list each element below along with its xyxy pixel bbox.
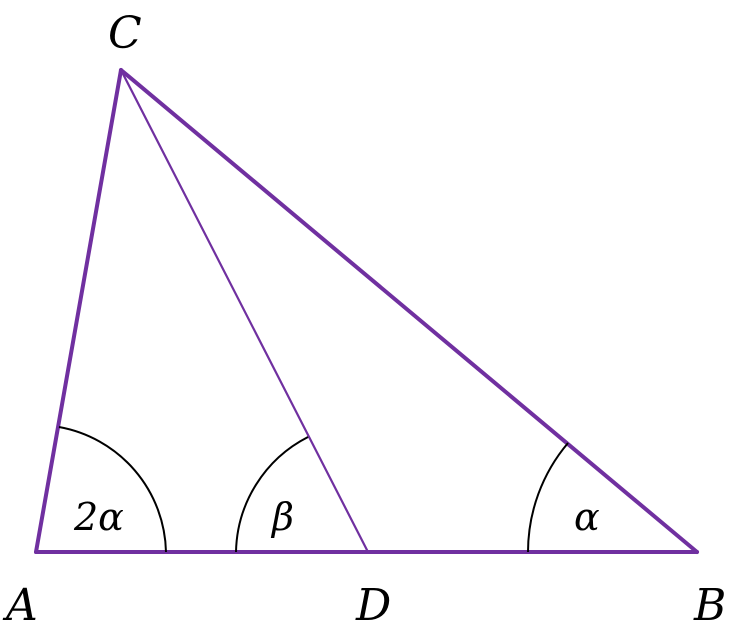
angle-arc-a [58, 426, 167, 553]
angle-arc-b [527, 442, 569, 553]
vertex-label-c: C [108, 8, 142, 59]
vertex-label-a: A [2, 580, 38, 631]
angle-label-d: β [270, 495, 294, 539]
side-ac [34, 68, 123, 554]
angle-arc-d [235, 436, 309, 553]
angle-label-a: 2α [73, 495, 124, 539]
angle-label-b: α [574, 495, 600, 539]
vertex-label-d: D [355, 580, 391, 631]
segment-cd [119, 68, 370, 554]
side-cb [119, 68, 699, 554]
vertex-label-b: B [693, 580, 726, 631]
